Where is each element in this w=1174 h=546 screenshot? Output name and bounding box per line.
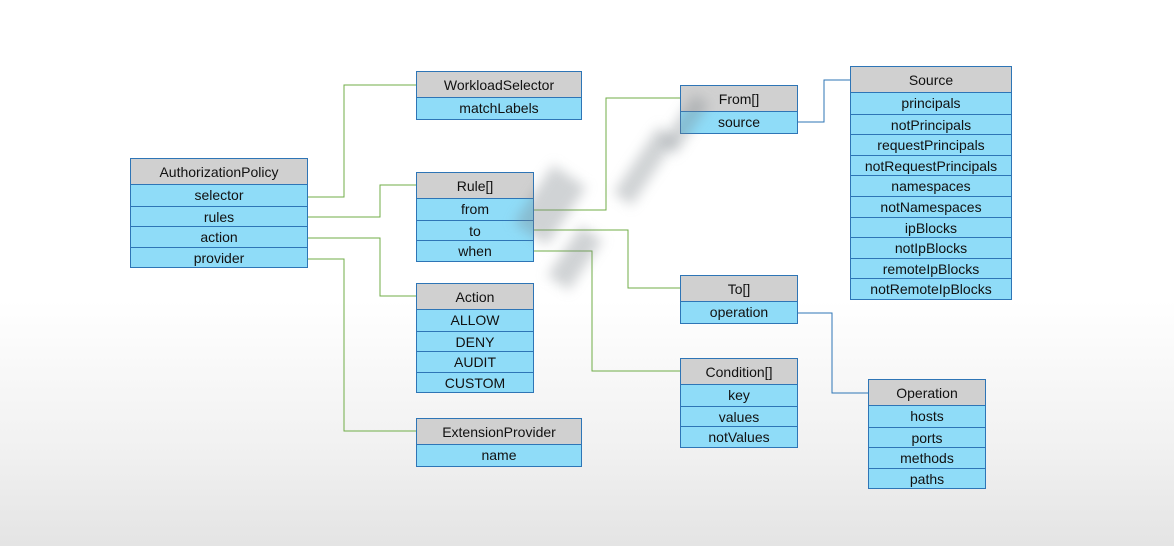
connector-operation-to-operation [798, 312, 868, 394]
field-deny: DENY [417, 330, 533, 352]
field-hosts: hosts [910, 408, 944, 424]
connector-from-to-fromlist [534, 97, 680, 211]
extensionprovider-title: ExtensionProvider [417, 419, 581, 445]
to-box: To[] operation [680, 275, 798, 324]
condition-box: Condition[] key values notValues [680, 358, 798, 448]
extensionprovider-box: ExtensionProvider name [416, 418, 582, 467]
field-principals: principals [901, 95, 961, 111]
connector-when-to-condition [534, 250, 680, 372]
field-notipblocks: notIpBlocks [851, 237, 1011, 258]
source-title: Source [851, 67, 1011, 93]
field-name: name [481, 447, 517, 463]
field-provider: provider [131, 246, 307, 268]
field-notvalues: notValues [681, 426, 797, 447]
to-title: To[] [681, 276, 797, 302]
action-box: Action ALLOW DENY AUDIT CUSTOM [416, 283, 534, 394]
field-source: source [717, 114, 761, 130]
field-rules: rules [131, 205, 307, 227]
field-notprincipals: notPrincipals [851, 113, 1011, 135]
field-notrequestprincipals: notRequestPrincipals [851, 154, 1011, 176]
source-box: Source principals notPrincipals requestP… [850, 66, 1012, 300]
field-methods: methods [869, 447, 985, 468]
connector-provider-to-extensionprovider [308, 258, 416, 432]
action-title: Action [417, 284, 533, 310]
connector-action-to-action [308, 237, 416, 297]
operation-title: Operation [869, 380, 985, 406]
connector-source-to-source [798, 79, 850, 123]
field-when: when [417, 240, 533, 261]
condition-title: Condition[] [681, 359, 797, 385]
field-notremoteipblocks: notRemoteIpBlocks [851, 278, 1011, 299]
operation-box: Operation hosts ports methods paths [868, 379, 986, 490]
authorizationpolicy-title: AuthorizationPolicy [131, 159, 307, 185]
connector-selector-to-workloadselector [308, 84, 416, 198]
field-selector: selector [194, 187, 244, 203]
workloadselector-box: WorkloadSelector matchLabels [416, 71, 582, 120]
field-action: action [131, 226, 307, 247]
field-remoteipblocks: remoteIpBlocks [851, 257, 1011, 279]
field-values: values [681, 405, 797, 427]
rule-title: Rule[] [417, 173, 533, 199]
field-allow: ALLOW [450, 312, 500, 328]
field-matchlabels: matchLabels [459, 100, 539, 116]
field-namespaces: namespaces [851, 175, 1011, 196]
workloadselector-title: WorkloadSelector [417, 72, 581, 98]
field-to: to [417, 219, 533, 241]
field-from: from [461, 201, 489, 217]
rule-box: Rule[] from to when [416, 172, 534, 262]
field-audit: AUDIT [417, 351, 533, 372]
field-key: key [728, 387, 750, 403]
field-custom: CUSTOM [417, 371, 533, 393]
field-paths: paths [869, 467, 985, 489]
connector-rules-to-rule [308, 184, 416, 218]
connector-to-to-tolist [534, 229, 680, 289]
field-ipblocks: ipBlocks [851, 216, 1011, 238]
from-title: From[] [681, 86, 797, 112]
from-box: From[] source [680, 85, 798, 134]
field-operation: operation [709, 304, 769, 320]
field-notnamespaces: notNamespaces [851, 195, 1011, 217]
field-requestprincipals: requestPrincipals [851, 134, 1011, 155]
field-ports: ports [869, 426, 985, 448]
authorizationpolicy-box: AuthorizationPolicy selector rules actio… [130, 158, 308, 269]
